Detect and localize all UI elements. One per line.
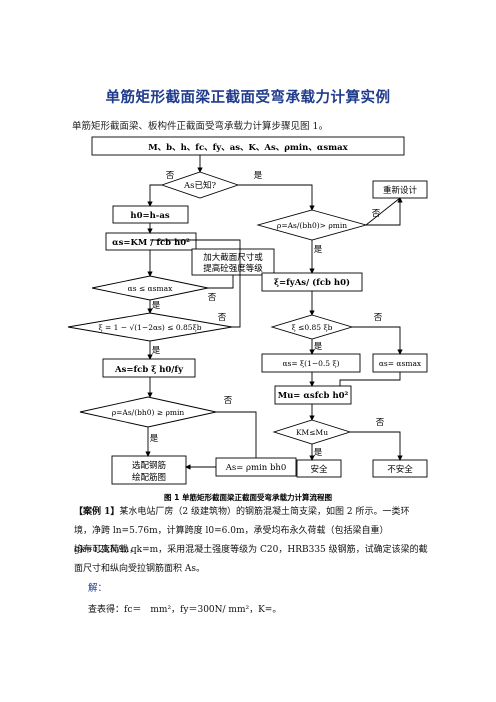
page-title: 单筋矩形截面梁正截面受弯承载力计算实例 xyxy=(105,90,391,106)
redesign-label: 重新设计 xyxy=(383,185,418,196)
as-calc-label: As=fcb ξ h0/fy xyxy=(114,365,184,375)
draw-rebar-label-2: 绘配筋图 xyxy=(132,472,166,483)
alpha-s-dec-label: αs ≤ αsmax xyxy=(128,284,173,293)
inputs-label: M、b、h、fc、fy、as、K、As、ρmin、αsmax xyxy=(148,143,348,153)
case-paragraph-line-4: 面尺寸和纵向受拉钢筋面积 As。 xyxy=(74,564,205,574)
enlarge-label-2: 提高砼强度等级 xyxy=(203,263,263,274)
xi-dec-label: ξ = 1 − √(1−2αs) ≤ 0.85ξb xyxy=(98,323,201,332)
km-dec-label: KM≤Mu xyxy=(296,428,328,437)
yes-label-5: 是 xyxy=(314,245,323,255)
enlarge-label-1: 加大截面尺寸或 xyxy=(203,252,263,263)
intro-text: 单筋矩形截面梁、板构件正截面受弯承载力计算步骤见图 1。 xyxy=(72,121,329,132)
no-label-5: 否 xyxy=(372,209,381,219)
as-known-diamond xyxy=(160,171,240,199)
case-text-1: 某水电站厂房（2 级建筑物）的钢筋混凝土简支梁，如图 2 所示。一类环 xyxy=(119,507,410,517)
no-label-6: 否 xyxy=(374,313,383,323)
alpha-s-label: αs=KM / fcb h0² xyxy=(112,238,190,248)
rho-dec-label: ρ=As/(bh0) ≥ ρmin xyxy=(112,408,185,417)
as-known-label: As已知? xyxy=(183,180,217,191)
no-label-3: 否 xyxy=(218,313,227,323)
unsafe-label: 不安全 xyxy=(387,464,413,475)
alpha-xi-label: αs= ξ(1−0.5 ξ) xyxy=(282,359,339,368)
rho-right-dec-label: ρ=As/(bh0)> ρmin xyxy=(277,221,347,230)
yes-label-4: 是 xyxy=(150,434,159,444)
figure-caption: 图 1 单筋矩形截面梁正截面受弯承载力计算流程图 xyxy=(164,493,332,502)
no-label-7: 否 xyxy=(376,418,385,428)
draw-rebar-label-1: 选配钢筋 xyxy=(132,460,166,471)
yes-label-6: 是 xyxy=(314,342,323,352)
solution-label: 解： xyxy=(88,583,108,594)
alpha-max-label: αs= αsmax xyxy=(379,359,422,368)
no-label-2: 否 xyxy=(208,293,217,303)
yes-label-7: 是 xyxy=(314,448,323,458)
enlarge-box xyxy=(191,248,275,276)
case-label: 【案例 1】 xyxy=(74,507,120,517)
safe-label: 安全 xyxy=(310,464,328,475)
as-min-label: As= ρmin bh0 xyxy=(225,463,287,473)
case-paragraph-line-3: 均布可变荷载 qk=m，采用混凝土强度等级为 C20，HRB335 级钢筋，试确… xyxy=(74,545,428,555)
h0-label: h0=h-as xyxy=(130,211,169,221)
safe-box xyxy=(296,459,342,478)
yes-label-1: 是 xyxy=(254,171,263,181)
xi-right-dec-label: ξ ≤0.85 ξb xyxy=(292,323,333,332)
mu-label: Mu= αsfcb h0² xyxy=(278,391,349,401)
case-paragraph-line-1: 【案例 1】某水电站厂房（2 级建筑物）的钢筋混凝土简支梁，如图 2 所示。一类… xyxy=(74,503,430,522)
no-label-1: 否 xyxy=(166,171,175,181)
no-label-4: 否 xyxy=(224,396,233,406)
draw-rebar-box xyxy=(111,455,187,485)
lookup-text: 查表得：fc＝ mm²，fy＝300N/ mm²，K=。 xyxy=(88,605,282,615)
yes-label-3: 是 xyxy=(152,346,161,356)
inputs-box xyxy=(91,136,405,156)
case-paragraph-line-2: 境，净跨 ln=5.76m，计算跨度 l0=6.0m，承受均布永久荷载（包括梁自… xyxy=(74,526,389,555)
yes-label-2: 是 xyxy=(152,301,161,311)
xi-calc-label: ξ=fyAs/ (fcb h0) xyxy=(274,277,350,288)
